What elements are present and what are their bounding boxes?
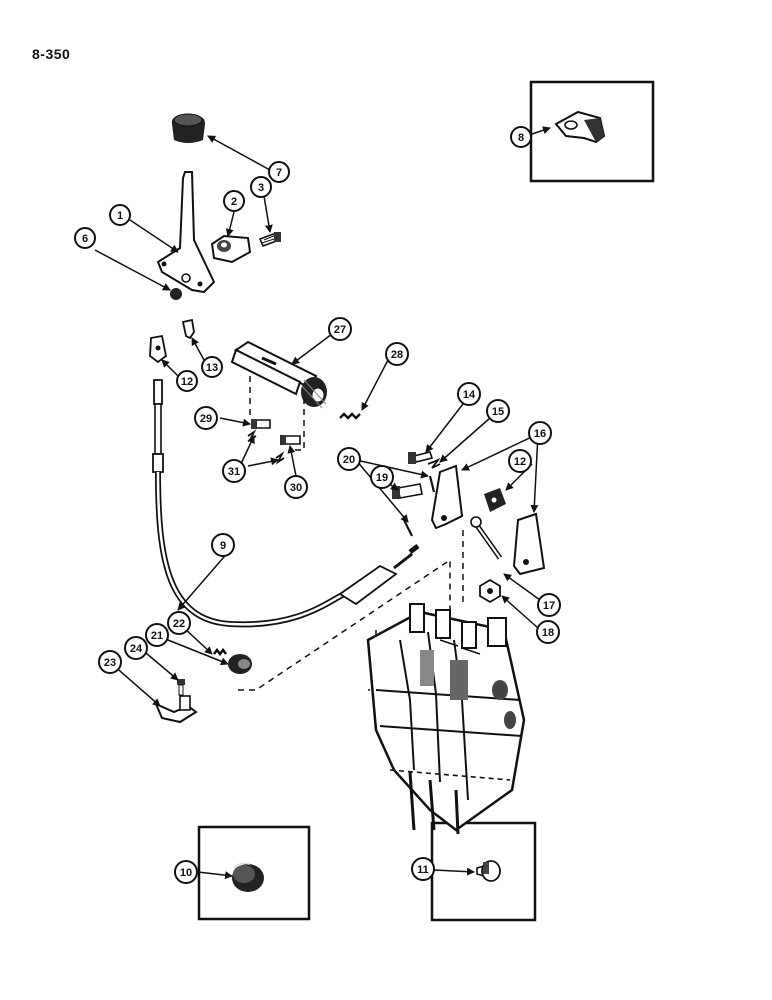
svg-text:11: 11 [417, 864, 429, 876]
cotter-pin-part-15 [427, 457, 441, 469]
bracket-part-16 [430, 464, 546, 576]
callout-7: 7 [268, 161, 290, 183]
svg-text:30: 30 [290, 482, 302, 494]
pivot-part-2 [210, 234, 252, 264]
clevis-part-12 [484, 488, 506, 512]
pin-part-19 [392, 483, 423, 499]
nut-part-18 [479, 578, 501, 604]
callout-30: 30 [284, 475, 308, 499]
callout-31: 31 [222, 459, 246, 483]
control-cable-part-9 [152, 379, 420, 628]
svg-text:12: 12 [181, 376, 193, 388]
knob-part-10 [232, 862, 264, 892]
svg-text:2: 2 [231, 196, 237, 208]
svg-text:22: 22 [173, 618, 185, 630]
bolt-part-14 [408, 451, 434, 464]
callout-12: 12 [176, 370, 198, 392]
callout-27: 27 [328, 317, 352, 341]
callout-17: 17 [537, 593, 561, 617]
elbow-part-13 [181, 318, 195, 340]
svg-text:31: 31 [228, 466, 240, 478]
bracket-part-23 [154, 695, 198, 724]
inset-box-10 [197, 825, 311, 921]
svg-text:8: 8 [518, 132, 524, 144]
svg-text:27: 27 [334, 324, 346, 336]
clamp-part-8 [554, 110, 606, 144]
callout-24: 24 [124, 636, 148, 660]
callout-29: 29 [194, 406, 218, 430]
callout-2: 2 [223, 190, 245, 212]
svg-text:3: 3 [258, 182, 264, 194]
svg-text:29: 29 [200, 413, 212, 425]
svg-text:15: 15 [492, 406, 504, 418]
svg-text:17: 17 [543, 600, 555, 612]
rod-part [470, 516, 503, 560]
pin-part-29 [251, 419, 271, 429]
inset-box-8 [529, 80, 655, 183]
spring-part-28 [339, 412, 361, 420]
callout-11: 11 [411, 857, 435, 881]
svg-text:10: 10 [180, 867, 192, 879]
svg-text:21: 21 [151, 630, 163, 642]
svg-text:14: 14 [463, 389, 476, 401]
callout-22: 22 [167, 611, 191, 635]
callout-23: 23 [98, 650, 122, 674]
control-valve-assembly [366, 603, 526, 835]
svg-text:9: 9 [220, 540, 226, 552]
screw-part-24 [177, 679, 185, 696]
svg-text:24: 24 [130, 643, 143, 655]
callout-16: 16 [528, 421, 552, 445]
callout-10: 10 [174, 860, 198, 884]
svg-text:23: 23 [104, 657, 116, 669]
callout-20: 20 [337, 447, 361, 471]
knob-part-21 [228, 654, 252, 674]
svg-text:7: 7 [276, 167, 282, 179]
inset-box-11 [430, 821, 537, 922]
callout-6: 6 [74, 227, 96, 249]
nut-part-6 [170, 288, 182, 300]
plug-part-11 [476, 860, 501, 882]
svg-text:12: 12 [514, 456, 526, 468]
spring-part-22 [213, 647, 227, 657]
lever-part-1 [156, 171, 216, 294]
shaft-part-27 [230, 340, 327, 409]
callout-12: 12 [508, 449, 532, 473]
clevis-part-12 [149, 334, 167, 364]
svg-text:18: 18 [542, 627, 554, 639]
callout-21: 21 [145, 623, 169, 647]
callout-13: 13 [201, 356, 223, 378]
page-number: 8-350 [32, 46, 71, 62]
callout-8: 8 [510, 126, 532, 148]
callout-14: 14 [457, 382, 481, 406]
lever-knob-part-7 [171, 113, 206, 143]
svg-text:6: 6 [82, 233, 88, 245]
bolt-part-3 [258, 231, 281, 248]
callout-18: 18 [536, 620, 560, 644]
svg-text:1: 1 [117, 210, 123, 222]
svg-text:20: 20 [343, 454, 355, 466]
svg-text:28: 28 [391, 349, 403, 361]
callout-28: 28 [385, 342, 409, 366]
svg-text:13: 13 [206, 362, 218, 374]
callout-19: 19 [370, 465, 394, 489]
callout-3: 3 [250, 176, 272, 198]
callout-9: 9 [211, 533, 235, 557]
pin-part-30 [280, 435, 301, 445]
svg-text:19: 19 [376, 472, 388, 484]
callout-1: 1 [109, 204, 131, 226]
svg-text:16: 16 [534, 428, 546, 440]
callout-15: 15 [486, 399, 510, 423]
